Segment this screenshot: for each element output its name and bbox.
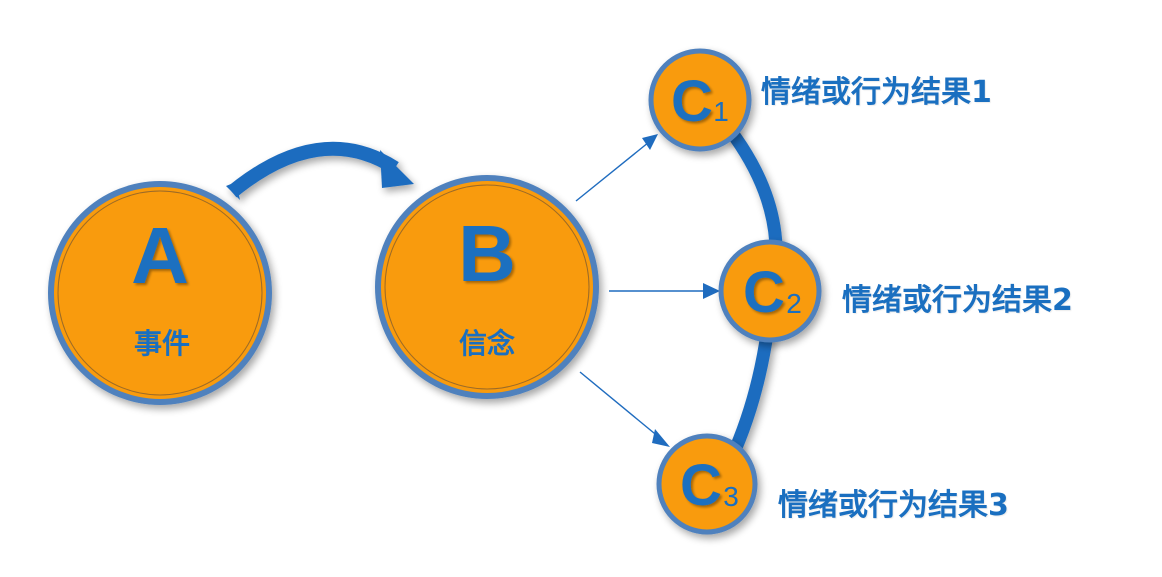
b-to-c3-arrowhead xyxy=(652,429,670,447)
b-to-c3-arrow xyxy=(579,371,661,439)
node-c2 xyxy=(718,239,822,343)
node-a-letter: A xyxy=(131,211,189,300)
node-c3 xyxy=(656,433,758,535)
node-a-event xyxy=(48,181,272,405)
b-to-c1-arrow xyxy=(575,136,656,202)
node-c2-subscript: 2 xyxy=(786,288,802,319)
node-b-belief xyxy=(375,175,599,399)
node-c3-letter: C xyxy=(680,453,722,518)
b-to-c1-arrowhead xyxy=(642,134,658,150)
result-label-3: 情绪或行为结果3 xyxy=(778,488,1009,523)
result-label-2: 情绪或行为结果2 xyxy=(842,283,1073,318)
node-c2-letter: C xyxy=(743,260,785,325)
node-a-label: 事件 xyxy=(134,327,190,360)
node-b-letter: B xyxy=(458,209,516,298)
node-c1 xyxy=(648,48,752,152)
node-c1-subscript: 1 xyxy=(713,96,729,127)
result-label-1: 情绪或行为结果1 xyxy=(761,75,992,110)
b-to-c2-arrowhead xyxy=(703,283,720,299)
node-c1-letter: C xyxy=(671,69,713,134)
node-c3-subscript: 3 xyxy=(723,481,739,512)
a-to-b-curved-arrow xyxy=(226,141,414,200)
node-b-label: 信念 xyxy=(459,327,515,360)
